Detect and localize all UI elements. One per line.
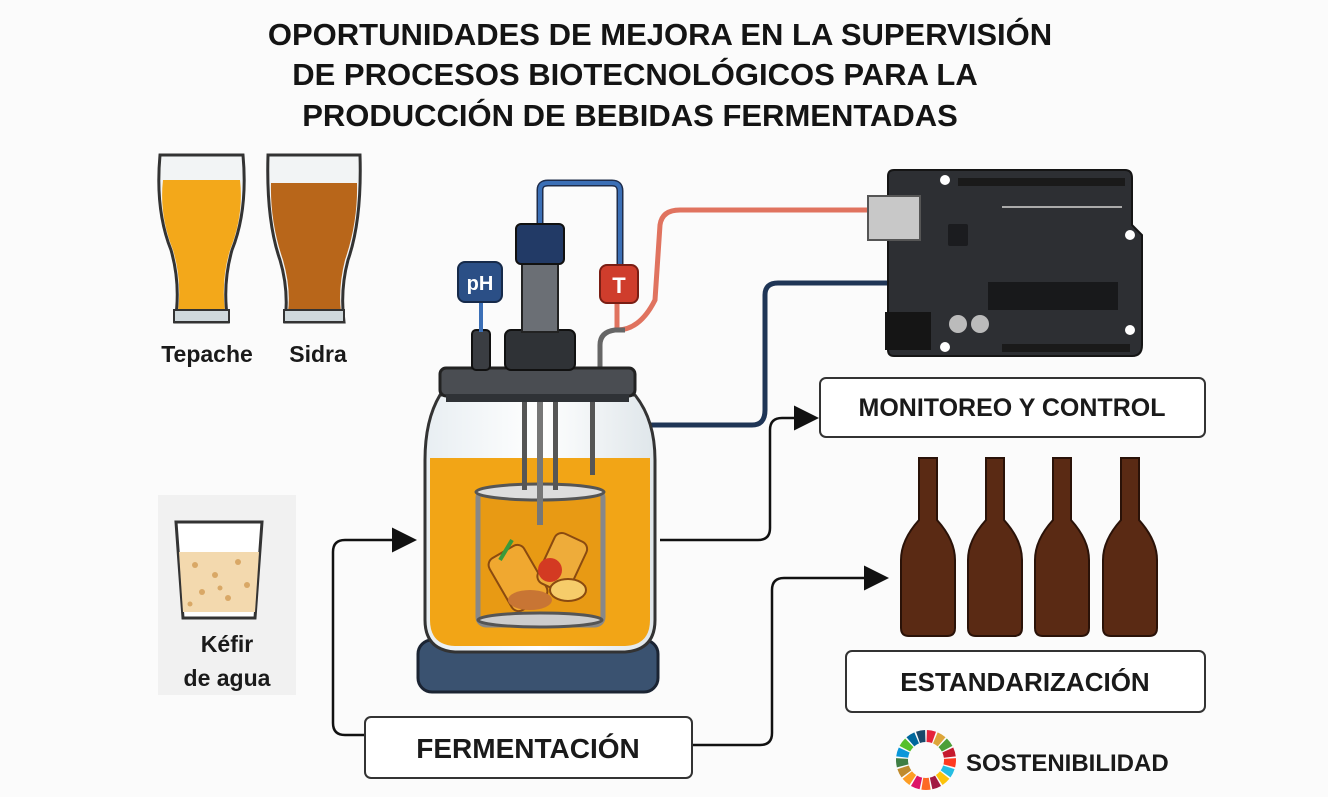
bottle-icon — [1102, 457, 1158, 637]
sdg-segment — [899, 738, 914, 752]
sdg-segment — [896, 747, 910, 758]
sdg-segment — [943, 758, 956, 768]
sdg-segment — [929, 775, 942, 790]
monitoring-box: MONITOREO Y CONTROL — [819, 377, 1206, 438]
sdg-segment — [938, 738, 953, 752]
bioreactor — [416, 223, 660, 694]
sidra-glass — [266, 153, 362, 324]
sdg-segment — [897, 765, 912, 778]
arduino-cable — [640, 280, 892, 428]
blue-tube-inner — [538, 181, 622, 270]
title-line-1: OPORTUNIDADES DE MEJORA EN LA SUPERVISIÓ… — [268, 16, 1052, 52]
fruit-pieces-icon — [487, 531, 589, 613]
standardization-box: ESTANDARIZACIÓN — [845, 650, 1206, 713]
sdg-segment — [933, 732, 946, 747]
arrow-to-reactor — [331, 527, 417, 737]
bottles — [900, 457, 1158, 637]
sustainability-label: SOSTENIBILIDAD — [966, 750, 1169, 777]
tepache-glass — [157, 153, 246, 324]
arrow-to-standardization — [693, 565, 889, 747]
kefir-glass — [174, 520, 264, 620]
title-line-2: DE PROCESOS BIOTECNOLÓGICOS PARA LA — [292, 56, 978, 92]
kefir-label-1: Kéfir — [201, 631, 253, 657]
bottle-icon — [967, 457, 1023, 637]
sdg-segment — [942, 747, 956, 758]
standardization-label: ESTANDARIZACIÓN — [900, 667, 1149, 697]
sdg-segment — [940, 765, 955, 778]
sdg-wheel-icon — [896, 730, 956, 791]
arrow-to-monitoring — [660, 405, 819, 542]
ph-sensor: pH — [457, 261, 503, 303]
fermentation-box: FERMENTACIÓN — [364, 716, 693, 779]
fermentation-label: FERMENTACIÓN — [416, 733, 639, 764]
sdg-segment — [902, 771, 917, 786]
tepache-label: Tepache — [161, 341, 253, 367]
monitoring-label: MONITOREO Y CONTROL — [859, 394, 1166, 422]
arduino-board — [867, 169, 1143, 357]
sidra-label: Sidra — [289, 341, 347, 367]
temperature-cable — [614, 207, 870, 333]
sdg-segment — [906, 732, 919, 747]
sdg-segment — [910, 775, 923, 790]
sdg-segment — [921, 777, 931, 791]
sdg-segment — [896, 758, 909, 768]
sdg-segment — [926, 730, 936, 744]
sdg-segment — [935, 771, 950, 786]
title-line-3: PRODUCCIÓN DE BEBIDAS FERMENTADAS — [302, 97, 958, 133]
bottle-icon — [1034, 457, 1090, 637]
sdg-segment — [916, 730, 926, 744]
temperature-label: T — [612, 273, 626, 298]
bottle-icon — [900, 457, 956, 637]
kefir-label-2: de agua — [184, 665, 271, 691]
temperature-sensor: T — [599, 264, 639, 304]
ph-label: pH — [467, 273, 494, 295]
